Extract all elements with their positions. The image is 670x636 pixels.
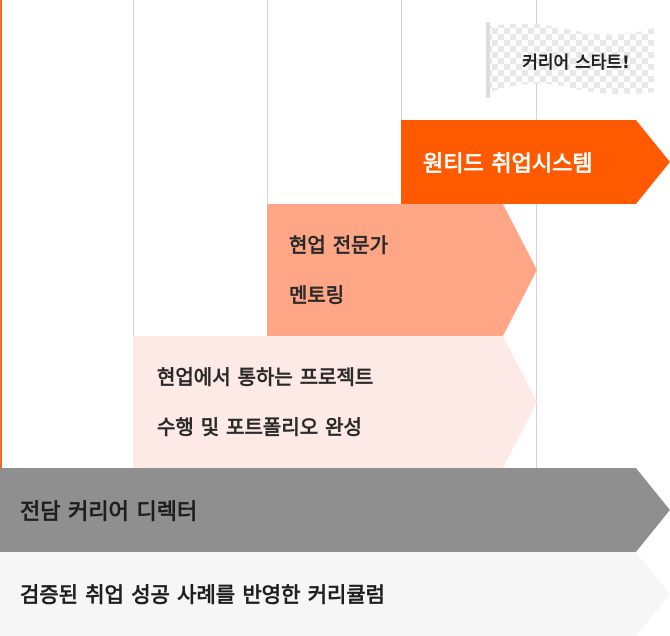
step-mentoring: 현업 전문가 멘토링 [267,204,537,336]
step-curriculum: 검증된 취업 성공 사례를 반영한 커리큘럼 [0,552,670,636]
checkered-flag-icon: 커리어 스타트! [486,22,656,98]
grid-line-1 [133,0,134,468]
career-start-label: 커리어 스타트! [522,52,630,73]
step-project-text: 현업에서 통하는 프로젝트 수행 및 포트폴리오 완성 [157,352,373,452]
step-curriculum-label: 검증된 취업 성공 사례를 반영한 커리큘럼 [20,583,385,607]
step-project-line1: 현업에서 통하는 프로젝트 [157,365,374,389]
step-wanted-system-label: 원티드 취업시스템 [423,152,593,177]
left-accent-line [0,0,2,636]
step-project: 현업에서 통하는 프로젝트 수행 및 포트폴리오 완성 [133,336,537,468]
step-career-director-label: 전담 커리어 디렉터 [20,500,198,525]
step-project-line2: 수행 및 포트폴리오 완성 [157,415,362,439]
step-mentoring-text: 현업 전문가 멘토링 [289,220,388,320]
step-career-director: 전담 커리어 디렉터 [0,468,670,552]
flag-graphic [486,22,654,98]
step-mentoring-line2: 멘토링 [289,283,345,307]
grid-line-4 [536,0,537,468]
step-mentoring-line1: 현업 전문가 [289,233,388,257]
step-wanted-system: 원티드 취업시스템 [401,120,670,204]
